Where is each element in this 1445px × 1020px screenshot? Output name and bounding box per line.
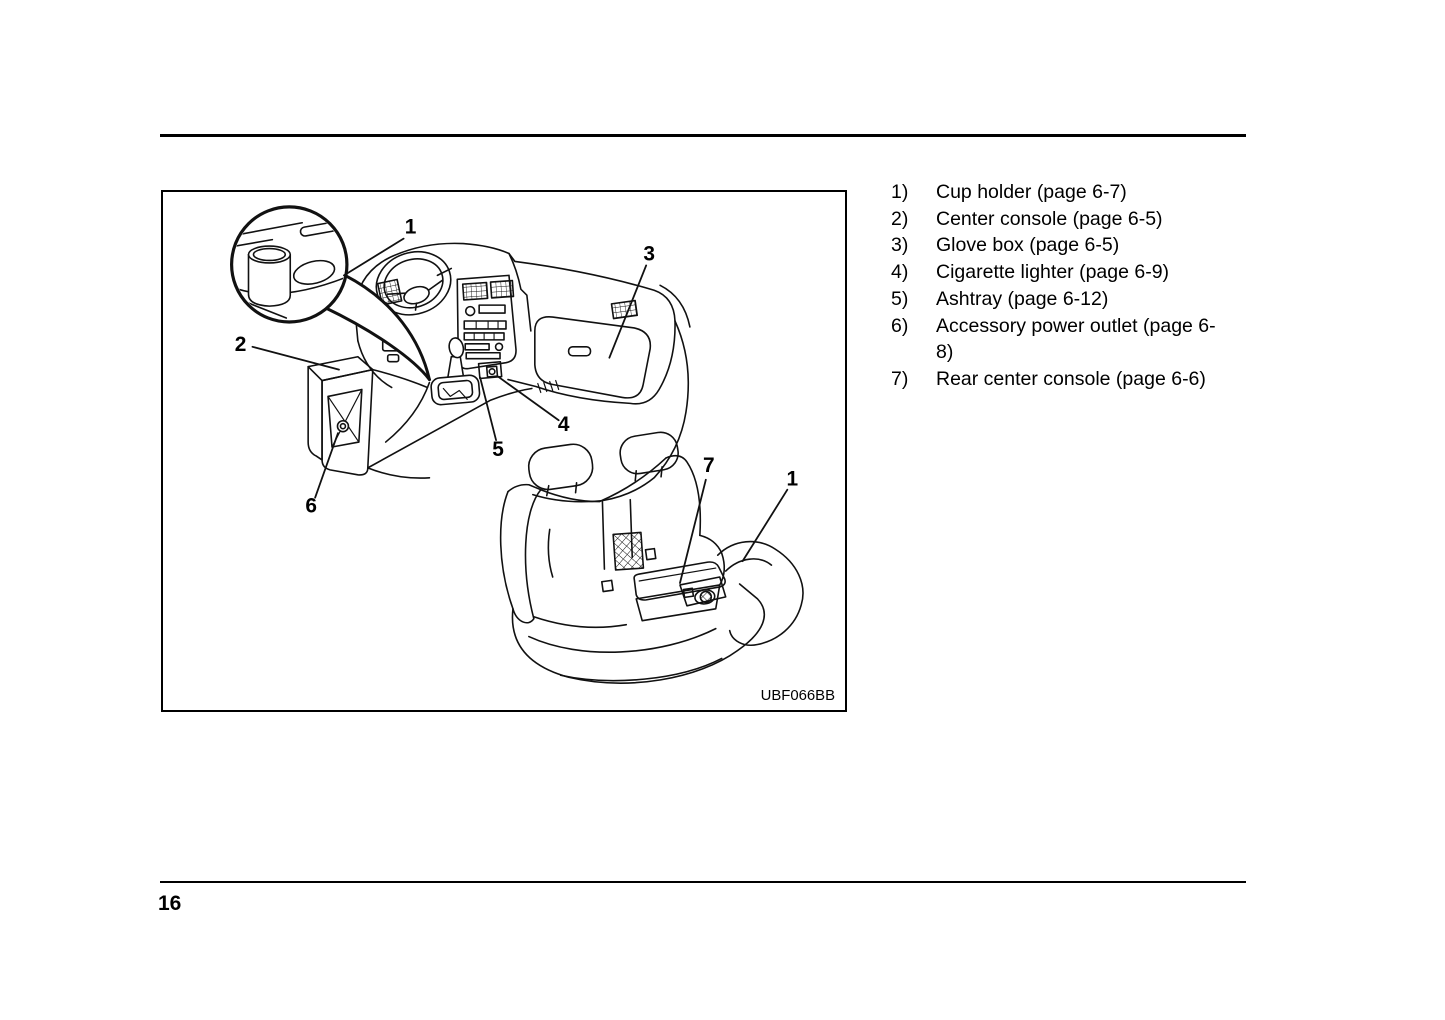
callout-rear-console: 7 xyxy=(703,454,715,477)
legend-item-number: 4) xyxy=(891,261,909,284)
headrest-right xyxy=(619,431,679,475)
ashtray-lighter-unit xyxy=(477,360,503,380)
leader-glove-box xyxy=(608,264,648,359)
cup-holder-closeup xyxy=(233,221,345,319)
leader-cup-holder-front xyxy=(343,237,405,277)
legend-item-text: Cup holder (page 6-7) xyxy=(936,181,1127,203)
callout-center-console: 2 xyxy=(235,333,247,356)
legend-item-center-console: 2) Center console (page 6-5) xyxy=(891,206,1225,233)
legend-item-cup-holder: 1) Cup holder (page 6-7) xyxy=(891,179,1225,206)
audio-knob xyxy=(464,305,476,317)
rear-seat xyxy=(499,431,804,684)
legend-list: 1) Cup holder (page 6-7) 2) Center conso… xyxy=(891,179,1225,393)
leader-rear-console xyxy=(679,478,707,584)
page-number: 16 xyxy=(158,892,182,915)
callout-labels: 1 2 3 4 5 6 7 1 xyxy=(235,216,799,518)
glove-box-panel xyxy=(534,316,652,399)
center-vent-left xyxy=(461,281,489,301)
center-vent-right xyxy=(489,279,515,299)
turn-signal-stalk xyxy=(436,267,453,277)
legend-item-power-outlet: 6) Accessory power outlet (page 6-8) xyxy=(891,313,1225,366)
legend-item-text: Rear center console (page 6-6) xyxy=(936,367,1206,390)
legend-item-number: 1) xyxy=(891,181,909,203)
figure-code: UBF066BB xyxy=(761,688,836,704)
legend-item-number: 2) xyxy=(891,207,909,230)
rear-armrest-console xyxy=(633,561,727,622)
passenger-vent xyxy=(610,299,639,320)
callout-cup-holder-rear: 1 xyxy=(787,468,799,491)
leader-power-outlet xyxy=(314,432,339,499)
legend-item-glove-box: 3) Glove box (page 6-5) xyxy=(891,232,1225,259)
center-stack xyxy=(456,274,517,370)
legend-item-text: Ashtray (page 6-12) xyxy=(936,287,1109,310)
leader-center-console xyxy=(251,345,340,371)
dashboard xyxy=(354,242,691,503)
legend-item-number: 6) xyxy=(891,314,909,337)
glove-box-handle xyxy=(567,346,592,357)
top-rule xyxy=(160,134,1246,137)
headrest-left xyxy=(527,443,594,491)
rear-cup-holder xyxy=(694,589,716,605)
gear-shifter xyxy=(430,337,481,406)
legend-item-text: Cigarette lighter (page 6-9) xyxy=(936,261,1170,284)
callout-cigarette-lighter: 4 xyxy=(558,413,570,436)
seat-back-mesh-pocket xyxy=(612,531,645,571)
legend-item-number: 7) xyxy=(891,367,909,390)
callout-power-outlet: 6 xyxy=(305,495,317,518)
figure-box: 1 2 3 4 5 6 7 1 UBF066BB xyxy=(161,190,847,712)
legend-item-cigarette-lighter: 4) Cigarette lighter (page 6-9) xyxy=(891,259,1225,286)
legend-item-ashtray: 5) Ashtray (page 6-12) xyxy=(891,286,1225,313)
callout-leader-lines xyxy=(251,237,789,584)
legend-item-rear-console: 7) Rear center console (page 6-6) xyxy=(891,366,1225,393)
cup xyxy=(247,245,292,307)
legend-item-text: Glove box (page 6-5) xyxy=(936,234,1120,257)
leader-ashtray xyxy=(479,376,497,441)
bottom-rule xyxy=(160,881,1246,883)
accessory-power-outlet xyxy=(336,419,350,433)
callout-ashtray: 5 xyxy=(492,438,504,461)
legend-item-number: 5) xyxy=(891,287,909,310)
interior-diagram: 1 2 3 4 5 6 7 1 UBF066BB xyxy=(230,205,836,704)
callout-glove-box: 3 xyxy=(643,242,655,265)
legend-item-number: 3) xyxy=(891,234,909,257)
legend-item-text: Center console (page 6-5) xyxy=(936,207,1163,230)
callout-cup-holder-front: 1 xyxy=(405,216,417,239)
legend-item-text: Accessory power outlet (page 6-8) xyxy=(936,314,1216,364)
magnifier-callout xyxy=(230,205,431,382)
leader-cup-holder-rear xyxy=(741,488,789,563)
leader-cigarette-lighter xyxy=(497,375,560,422)
